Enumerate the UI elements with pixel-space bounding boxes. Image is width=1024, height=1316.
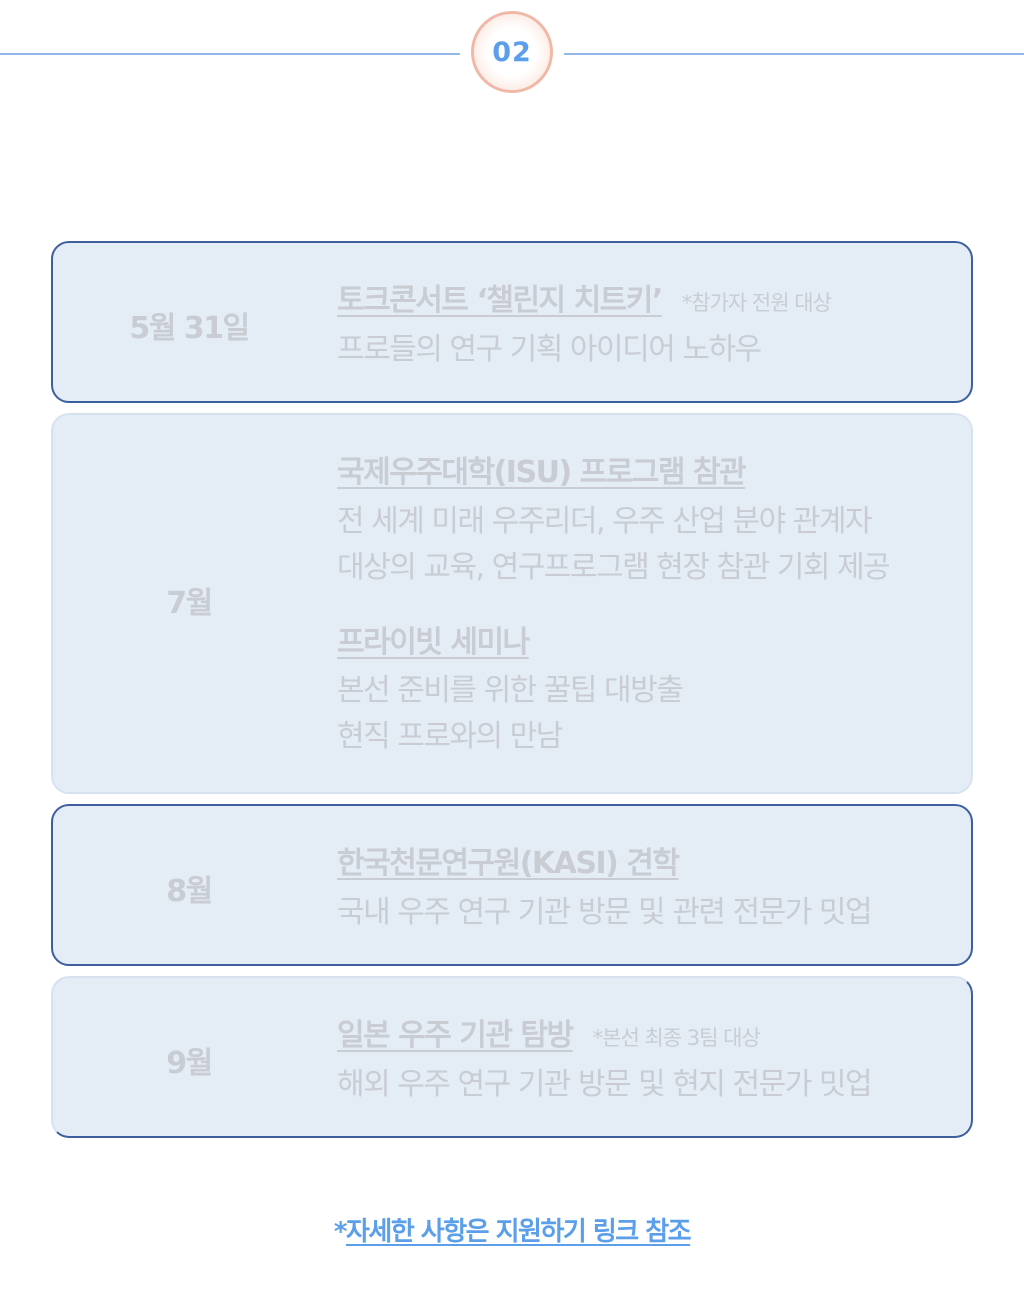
item-description: 본선 준비를 위한 꿀팁 대방출 현직 프로와의 만남 [337, 668, 684, 760]
step-number: 02 [492, 36, 532, 68]
header-divider-right [564, 53, 1024, 55]
step-number-badge: 02 [471, 11, 553, 93]
description-line: 해외 우주 연구 기관 방문 및 현지 전문가 밋업 [337, 1067, 873, 1102]
schedule-date: 5월 31일 [129, 311, 250, 346]
item-description: 전 세계 미래 우주리더, 우주 산업 분야 관계자 대상의 교육, 연구프로그… [337, 499, 891, 591]
description-line: 대상의 교육, 연구프로그램 현장 참관 기회 제공 [337, 550, 891, 585]
schedule-date: 8월 [166, 874, 213, 909]
item-note: *참가자 전원 대상 [681, 291, 832, 315]
item-title: 프라이빗 세미나 [337, 625, 530, 660]
item-title: 토크콘서트 ‘챌린지 치트키’ [337, 283, 663, 318]
item-description: 프로들의 연구 기획 아이디어 노하우 [337, 327, 762, 373]
item-note: *본선 최종 3팀 대상 [592, 1026, 761, 1050]
footer-note: *자세한 사항은 지원하기 링크 참조 [0, 1211, 1024, 1248]
schedule-date: 7월 [166, 586, 213, 621]
schedule-card-august: 8월 한국천문연구원(KASI) 견학 국내 우주 연구 기관 방문 및 관련 … [51, 804, 973, 966]
item-title-row: 토크콘서트 ‘챌린지 치트키’ *참가자 전원 대상 [337, 275, 832, 319]
item-title: 일본 우주 기관 탐방 [337, 1018, 574, 1053]
item-title-row: 일본 우주 기관 탐방 *본선 최종 3팀 대상 [337, 1010, 761, 1054]
header-divider-left [0, 53, 460, 55]
item-title: 국제우주대학(ISU) 프로그램 참관 [337, 455, 747, 490]
schedule-card-may: 5월 31일 토크콘서트 ‘챌린지 치트키’ *참가자 전원 대상 프로들의 연… [51, 241, 973, 403]
item-description: 해외 우주 연구 기관 방문 및 현지 전문가 밋업 [337, 1062, 873, 1108]
item-title-row: 국제우주대학(ISU) 프로그램 참관 [337, 447, 747, 491]
footer-asterisk: * [333, 1217, 348, 1247]
item-title-row: 한국천문연구원(KASI) 견학 [337, 838, 680, 882]
schedule-date: 9월 [166, 1046, 213, 1081]
description-line: 전 세계 미래 우주리더, 우주 산업 분야 관계자 [337, 504, 873, 539]
schedule-card-september: 9월 일본 우주 기관 탐방 *본선 최종 3팀 대상 해외 우주 연구 기관 … [51, 976, 973, 1138]
apply-link-reference[interactable]: 자세한 사항은 지원하기 링크 참조 [346, 1217, 692, 1247]
description-line: 현직 프로와의 만남 [337, 719, 563, 754]
description-line: 프로들의 연구 기획 아이디어 노하우 [337, 332, 762, 367]
item-description: 국내 우주 연구 기관 방문 및 관련 전문가 밋업 [337, 890, 873, 936]
schedule-card-july: 7월 국제우주대학(ISU) 프로그램 참관 전 세계 미래 우주리더, 우주 … [51, 413, 973, 794]
description-line: 국내 우주 연구 기관 방문 및 관련 전문가 밋업 [337, 895, 873, 930]
item-title-row: 프라이빗 세미나 [337, 617, 530, 661]
item-title: 한국천문연구원(KASI) 견학 [337, 846, 680, 881]
description-line: 본선 준비를 위한 꿀팁 대방출 [337, 673, 684, 708]
